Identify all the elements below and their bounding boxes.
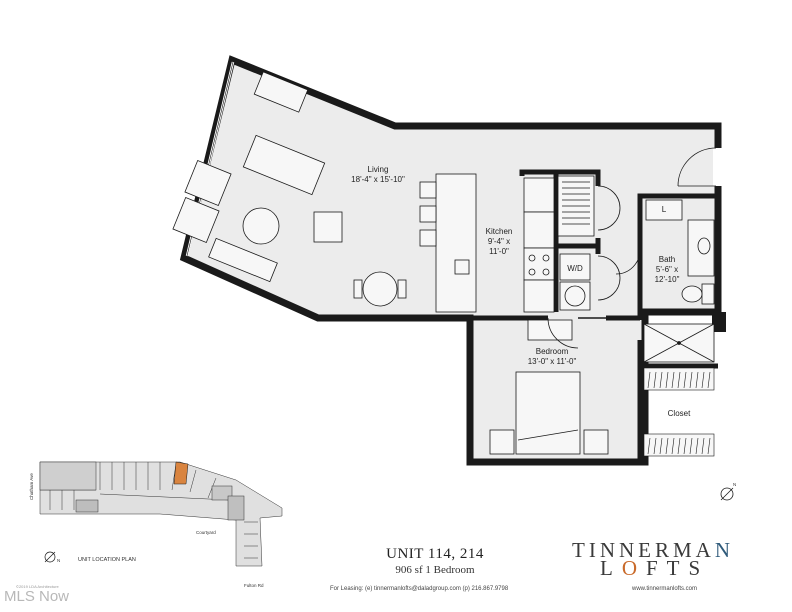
key-north-label: N [57,558,60,563]
armchair-top [184,159,232,207]
bath-fixtures [615,199,715,305]
nightstand-left [489,429,515,455]
kitchen-dims-2: 11'-0" [489,247,509,256]
brand-line-1-start: TINNERMA [572,538,715,562]
nightstand-right [583,429,609,455]
shower [643,323,715,363]
north-arrow: N [720,482,736,501]
toilet-tank [701,283,715,305]
kitchen-island [419,173,477,313]
linen-label: L [662,205,667,214]
dining-chair-left [353,279,363,299]
living-dims: 18'-4" x 15'-10" [351,175,405,184]
bedroom-label: Bedroom [536,347,569,356]
coffee-table [242,207,280,245]
watermark: MLS Now [4,588,70,605]
kitchen-counters [523,177,555,313]
living-furniture [172,71,407,307]
toilet-bowl [681,285,703,303]
copyright: ©2019 LDA Architecture [16,584,59,589]
closet-label: Closet [668,409,691,418]
kitchen-label: Kitchen [486,227,513,236]
stool-1 [419,181,437,199]
bath-label: Bath [659,255,675,264]
armchair-bottom [172,196,220,244]
wall-stub [712,312,726,332]
key-plan-labels: Chatham Ave Courtyard Fulton Rd [29,473,264,588]
website-link[interactable]: www.tinnermanlofts.com [632,586,698,592]
north-label: N [733,482,736,487]
dining-table [362,271,398,307]
kitchen-dims-1: 9'-4" x [488,237,510,246]
dining-chair-right [397,279,407,299]
brand-line-2-end: FTS [646,556,710,580]
bath-dims-2: 12'-10" [655,275,680,284]
street-left: Chatham Ave [29,473,34,500]
key-plan-north-arrow: N [44,551,60,563]
brand-line-2-start: L [600,556,622,580]
street-bottom: Fulton Rd [244,583,264,588]
brand-line-1-end: N [714,538,734,562]
island-sink [454,259,470,275]
side-chair [313,211,343,243]
media-console [208,237,278,283]
bed [515,371,581,455]
desk [253,71,309,113]
bedroom-closet [643,367,715,457]
bedroom-dims: 13'-0" x 11'-0" [528,357,577,366]
linen-closet [645,199,683,221]
room-labels: Living 18'-4" x 15'-10" Kitchen 9'-4" x … [351,165,691,418]
interior-walls [470,169,718,462]
sofa [242,134,326,196]
unit-title: UNIT 114, 214 [386,546,484,562]
leasing-contact: For Leasing: (e) tinnermanlofts@daladgro… [330,586,509,592]
bath-dims-1: 5'-6" x [656,265,678,274]
wd-label: W/D [567,264,583,273]
unit-subtitle: 906 sf 1 Bedroom [395,564,475,576]
brand-line-2-o: O [621,556,646,580]
courtyard-label: Courtyard [196,530,216,535]
bath-sink [697,237,711,255]
bedroom-furniture [489,317,609,455]
stool-3 [419,229,437,247]
washer-dryer [559,253,621,311]
key-plan [39,461,283,567]
location-plan-title: UNIT LOCATION PLAN [78,557,136,563]
range [523,247,555,281]
stool-2 [419,205,437,223]
entry-door[interactable] [677,147,723,187]
brand-line-1: TINNERMAN [572,538,734,563]
brand-line-2: LOFTS [600,556,709,581]
pantry [557,175,621,237]
living-label: Living [368,165,389,174]
